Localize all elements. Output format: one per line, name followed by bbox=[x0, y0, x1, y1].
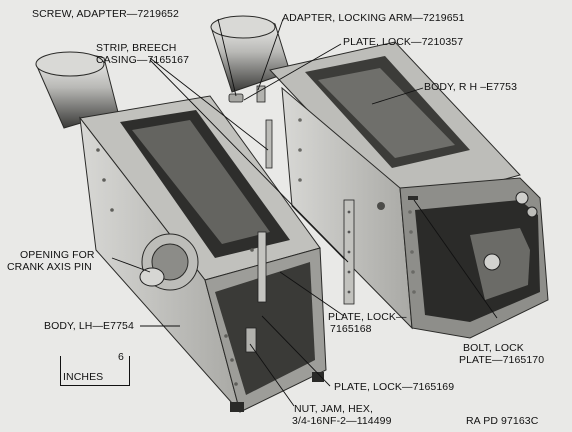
label-strip-breech-line2: CASING—7165167 bbox=[96, 54, 190, 66]
label-screw-adapter: SCREW, ADAPTER—7219652 bbox=[32, 8, 179, 20]
label-bolt-lock-line1: BOLT, LOCK bbox=[463, 342, 524, 354]
label-opening-line2: CRANK AXIS PIN bbox=[7, 261, 92, 273]
leader-lines bbox=[111, 18, 498, 407]
label-plate-lock-7165168-line1: PLATE, LOCK— bbox=[328, 311, 407, 323]
label-plate-lock-7210357: PLATE, LOCK—7210357 bbox=[343, 36, 464, 48]
label-plate-lock-7165168-line2: 7165168 bbox=[330, 323, 372, 335]
label-adapter-locking-arm: ADAPTER, LOCKING ARM—7219651 bbox=[282, 12, 465, 24]
body-lh-assembly bbox=[35, 51, 327, 413]
scale-ruler bbox=[60, 356, 130, 386]
scale-ruler-unit: INCHES bbox=[63, 371, 104, 383]
label-plate-lock-7165169: PLATE, LOCK—7165169 bbox=[334, 381, 455, 393]
label-nut-jam-line1: NUT, JAM, HEX, bbox=[294, 403, 373, 415]
label-bolt-lock-line2: PLATE—7165170 bbox=[459, 354, 545, 366]
label-body-rh: BODY, R H –E7753 bbox=[424, 81, 518, 93]
label-nut-jam-line2: 3/4-16NF-2—114499 bbox=[292, 415, 392, 427]
body-rh-assembly bbox=[210, 15, 549, 339]
scale-ruler-number: 6 bbox=[118, 351, 124, 363]
label-body-lh: BODY, LH—E7754 bbox=[44, 320, 134, 332]
label-opening-line1: OPENING FOR bbox=[20, 249, 95, 261]
label-strip-breech-line1: STRIP, BREECH bbox=[96, 42, 177, 54]
figure-code: RA PD 97163C bbox=[466, 415, 539, 427]
